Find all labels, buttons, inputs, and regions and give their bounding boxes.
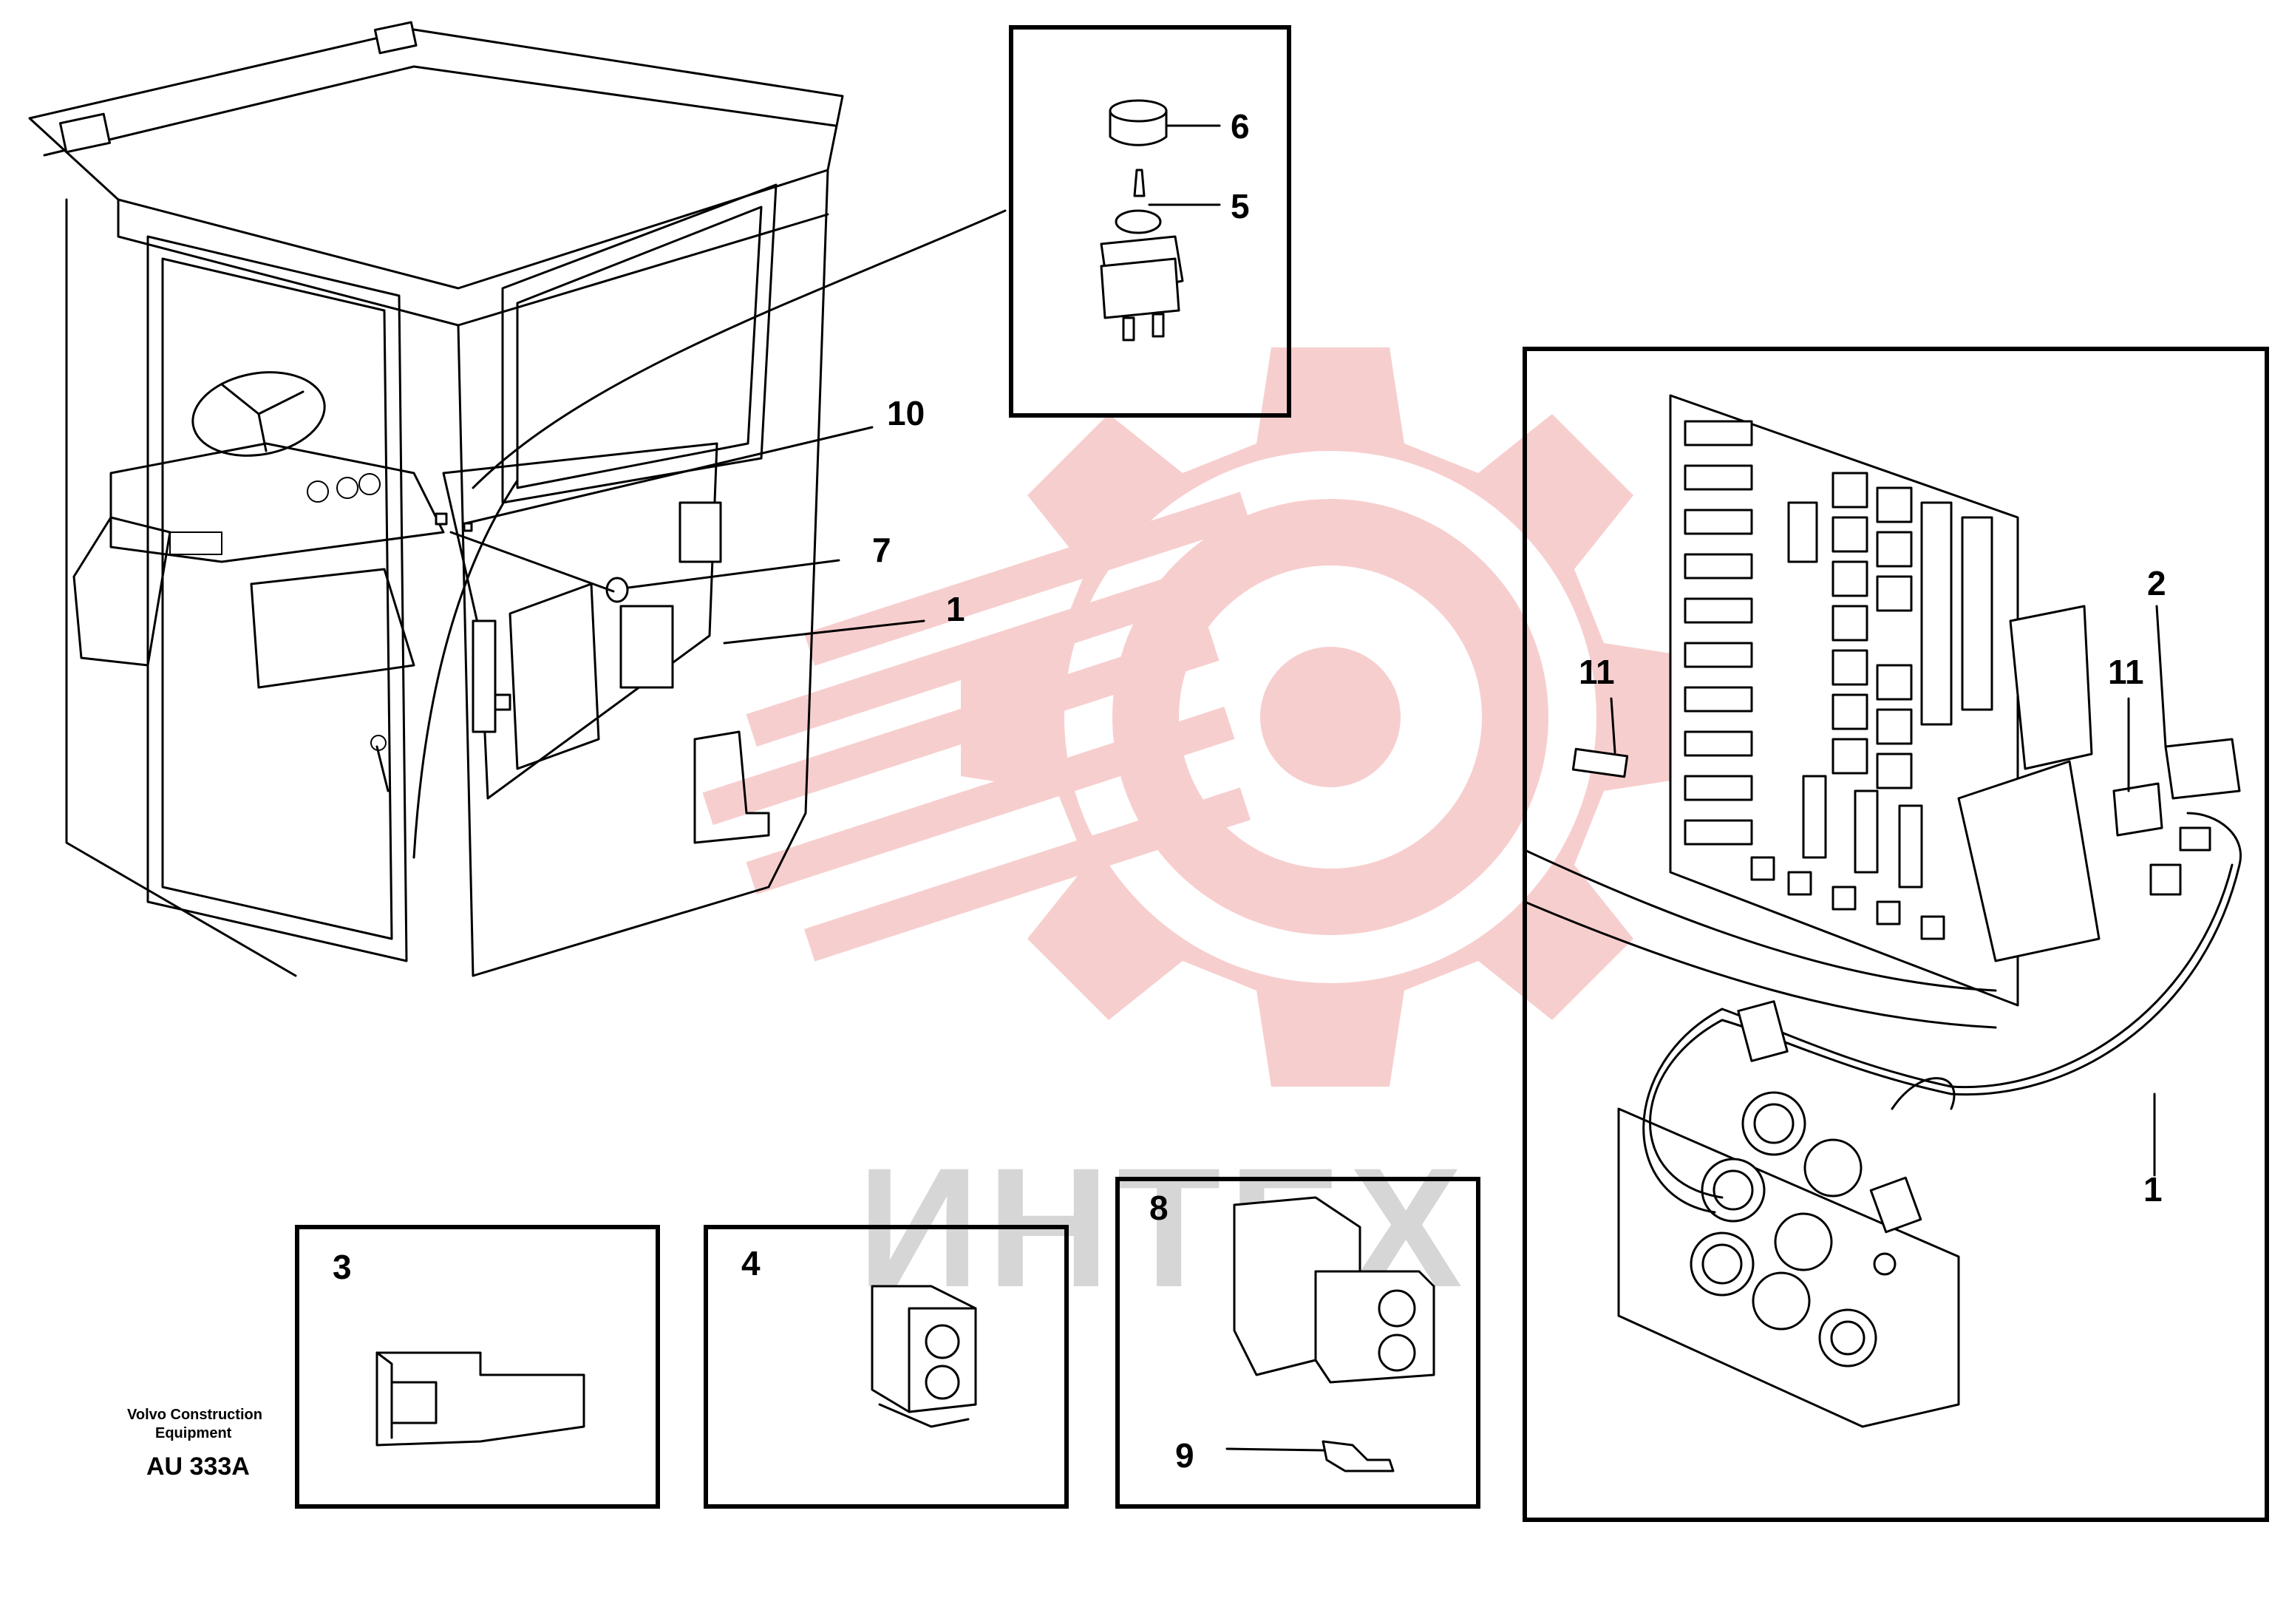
watermark-stripe (746, 559, 1235, 747)
board-callout-1: 1 (2143, 1170, 2163, 1209)
callout-6: 6 (1231, 107, 1250, 146)
electrical-board-inset (1523, 347, 2269, 1522)
connector-inset-8-9 (1115, 1177, 1480, 1509)
cab-leader-lines (464, 426, 925, 645)
board-callout-11a: 11 (1579, 653, 1615, 691)
watermark-gear-core (1260, 647, 1401, 787)
board-leader-11a (1610, 697, 1616, 754)
callout-1: 1 (946, 590, 965, 628)
callout-5: 5 (1231, 187, 1250, 225)
connector-inset-4 (704, 1225, 1069, 1509)
connector-inset-3 (295, 1225, 660, 1509)
watermark-stripe (702, 628, 1220, 826)
board-connectors (1684, 420, 1993, 940)
board-callout-11b: 11 (2108, 653, 2144, 691)
board-callout-2: 2 (2147, 564, 2166, 602)
cab-illustration (28, 21, 1007, 977)
inset-3-label: 3 (333, 1248, 352, 1286)
callout-10: 10 (887, 394, 925, 432)
switch-detail-inset (1009, 25, 1291, 418)
brand-line-1: Volvo Construction (127, 1407, 262, 1423)
watermark-gear-logo (702, 347, 1700, 1087)
inset-9-label: 9 (1175, 1436, 1194, 1475)
watermark-gear-ring (1112, 499, 1548, 935)
board-leader-2 (2155, 605, 2167, 748)
inset-4-label: 4 (741, 1244, 761, 1282)
inset-8-label: 8 (1149, 1189, 1169, 1227)
drawing-code: AU 333A (146, 1453, 250, 1481)
watermark-stripe (746, 707, 1235, 894)
callout-7: 7 (872, 531, 891, 569)
brand-line-2: Equipment (155, 1425, 232, 1441)
watermark-stripe (804, 787, 1251, 962)
